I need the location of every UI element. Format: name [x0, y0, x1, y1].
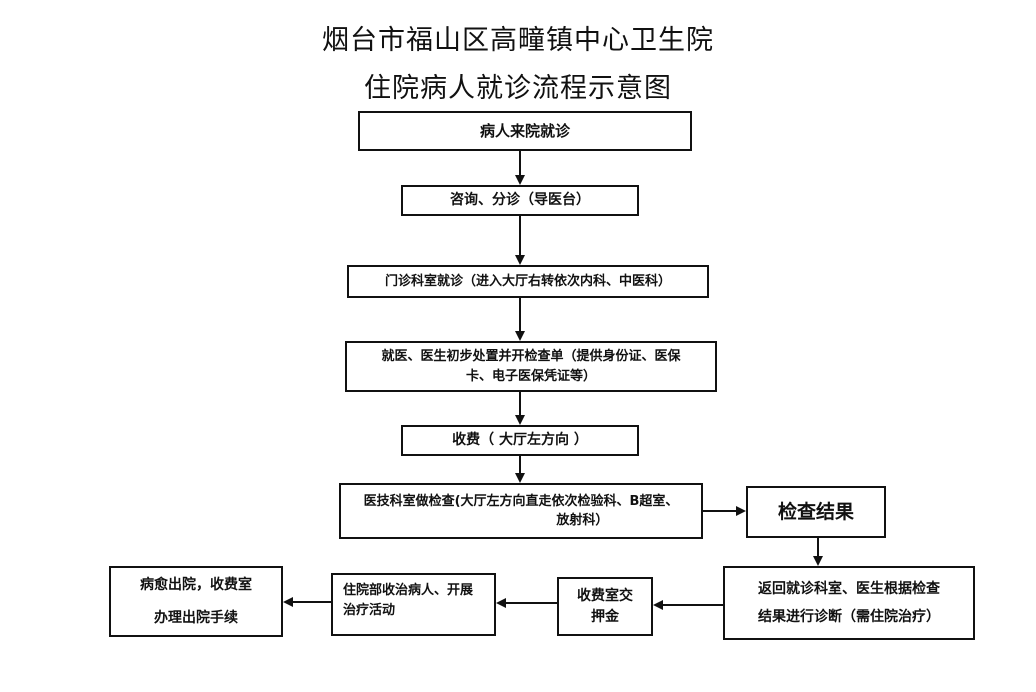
step-arrive-label: 病人来院就诊	[479, 121, 570, 140]
step-outpatient: 门诊科室就诊（进入大厅右转依次内科、中医科）	[347, 265, 709, 298]
step-ward-line2: 治疗活动	[343, 602, 396, 618]
step-diagnose: 返回就诊科室、医生根据检查 结果进行诊断（需住院治疗）	[723, 566, 975, 640]
step-discharge-line2: 办理出院手续	[154, 609, 238, 626]
step-ward-line1: 住院部收治病人、开展	[343, 583, 474, 598]
step-deposit-line1: 收费室交	[577, 587, 633, 604]
step-discharge: 病愈出院，收费室 办理出院手续	[109, 566, 283, 637]
step-consult-label: 咨询、分诊（导医台）	[450, 192, 590, 208]
step-doctor: 就医、医生初步处置并开检查单（提供身份证、医保 卡、电子医保凭证等）	[345, 341, 717, 392]
step-consult: 咨询、分诊（导医台）	[401, 185, 639, 216]
step-exam-line1: 医技科室做检查(大厅左方向直走依次检验科、B超室、	[363, 493, 679, 509]
title-hospital: 烟台市福山区高疃镇中心卫生院	[322, 25, 714, 56]
step-exam: 医技科室做检查(大厅左方向直走依次检验科、B超室、 放射科）	[339, 483, 703, 539]
step-pay-label: 收费（ 大厅左方向 ）	[452, 432, 588, 448]
step-pay: 收费（ 大厅左方向 ）	[401, 425, 639, 456]
step-discharge-line1: 病愈出院，收费室	[140, 577, 252, 594]
step-arrive: 病人来院就诊	[358, 111, 692, 151]
step-result-label: 检查结果	[777, 500, 854, 523]
step-diagnose-line2: 结果进行诊断（需住院治疗）	[758, 609, 940, 625]
step-doctor-line1: 就医、医生初步处置并开检查单（提供身份证、医保	[381, 349, 681, 364]
step-deposit-line2: 押金	[591, 608, 619, 625]
title-flowchart: 住院病人就诊流程示意图	[364, 73, 672, 104]
step-doctor-line2: 卡、电子医保凭证等）	[465, 368, 596, 384]
step-deposit: 收费室交 押金	[557, 577, 653, 636]
step-outpatient-label: 门诊科室就诊（进入大厅右转依次内科、中医科）	[384, 273, 671, 289]
step-exam-line2: 放射科）	[556, 513, 609, 528]
step-result: 检查结果	[746, 486, 886, 538]
step-ward: 住院部收治病人、开展 治疗活动	[331, 573, 496, 636]
step-diagnose-line1: 返回就诊科室、医生根据检查	[758, 581, 940, 597]
